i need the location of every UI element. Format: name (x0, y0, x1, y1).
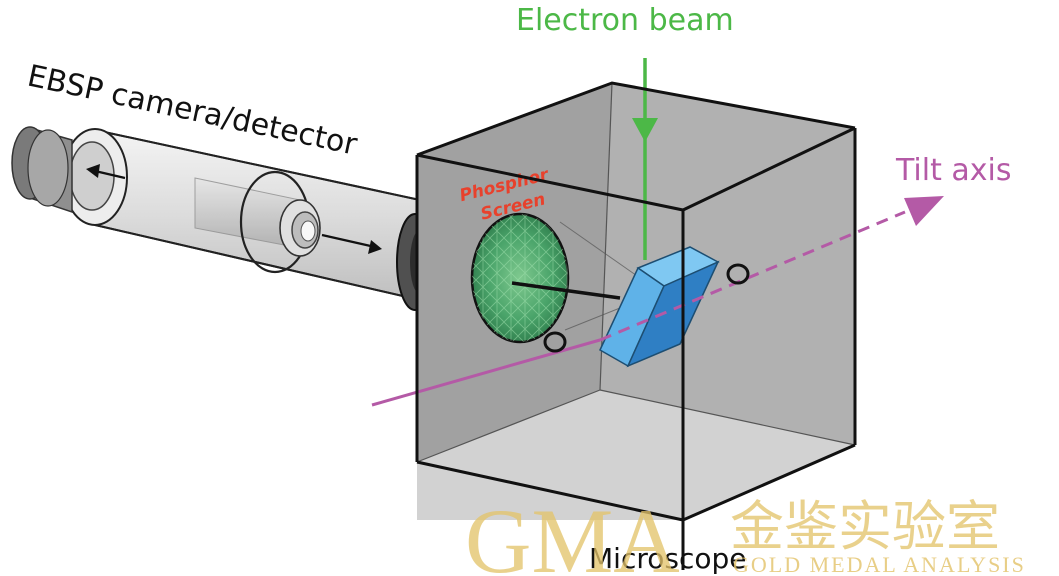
ebsp-camera (11, 126, 434, 311)
chamber-floor (417, 390, 855, 520)
microscope-label: Microscope (589, 542, 746, 575)
phosphor-screen (470, 212, 641, 344)
camera-travel-arrows (94, 169, 376, 249)
gma-watermark: GMA 金鉴实验室 GOLD MEDAL ANALYSIS (465, 490, 1026, 576)
pivot-hole-left (543, 331, 567, 353)
detector-rod (511, 281, 621, 300)
tilt-axis-label: Tilt axis (895, 153, 1011, 188)
watermark-logo: GMA (465, 490, 680, 576)
chamber-front-frame (415, 81, 857, 570)
electron-beam-label: Electron beam (516, 3, 734, 38)
pivot-hole-right (726, 263, 750, 285)
watermark-chinese: 金鉴实验室 (730, 497, 1000, 557)
tilt-axis-arrow (371, 196, 944, 407)
sample-block (599, 246, 720, 368)
electron-beam-arrow (632, 58, 658, 260)
watermark-english: GOLD MEDAL ANALYSIS (733, 552, 1026, 576)
